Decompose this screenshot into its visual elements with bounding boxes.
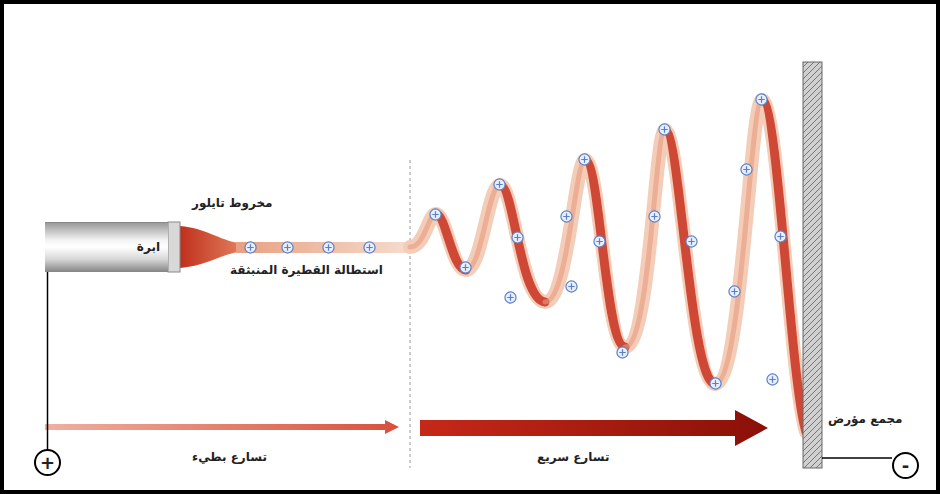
node-text: +	[40, 454, 55, 472]
slow-acceleration-label: تسارع بطيء	[190, 450, 269, 464]
jet-elongation-label: استطالة القطيرة المنبثقة	[228, 263, 385, 277]
fast-acceleration-label: تسارع سريع	[535, 450, 611, 464]
collector-label: مجمع مؤرض	[826, 412, 905, 426]
positive-terminal: +	[34, 449, 61, 476]
negative-terminal: -	[892, 452, 919, 479]
needle: ابرة	[45, 222, 168, 272]
wire	[47, 272, 48, 449]
node-text: -	[902, 457, 909, 475]
node-text: ابرة	[137, 240, 160, 254]
taylor-cone-label: مخروط تايلور	[190, 196, 275, 210]
